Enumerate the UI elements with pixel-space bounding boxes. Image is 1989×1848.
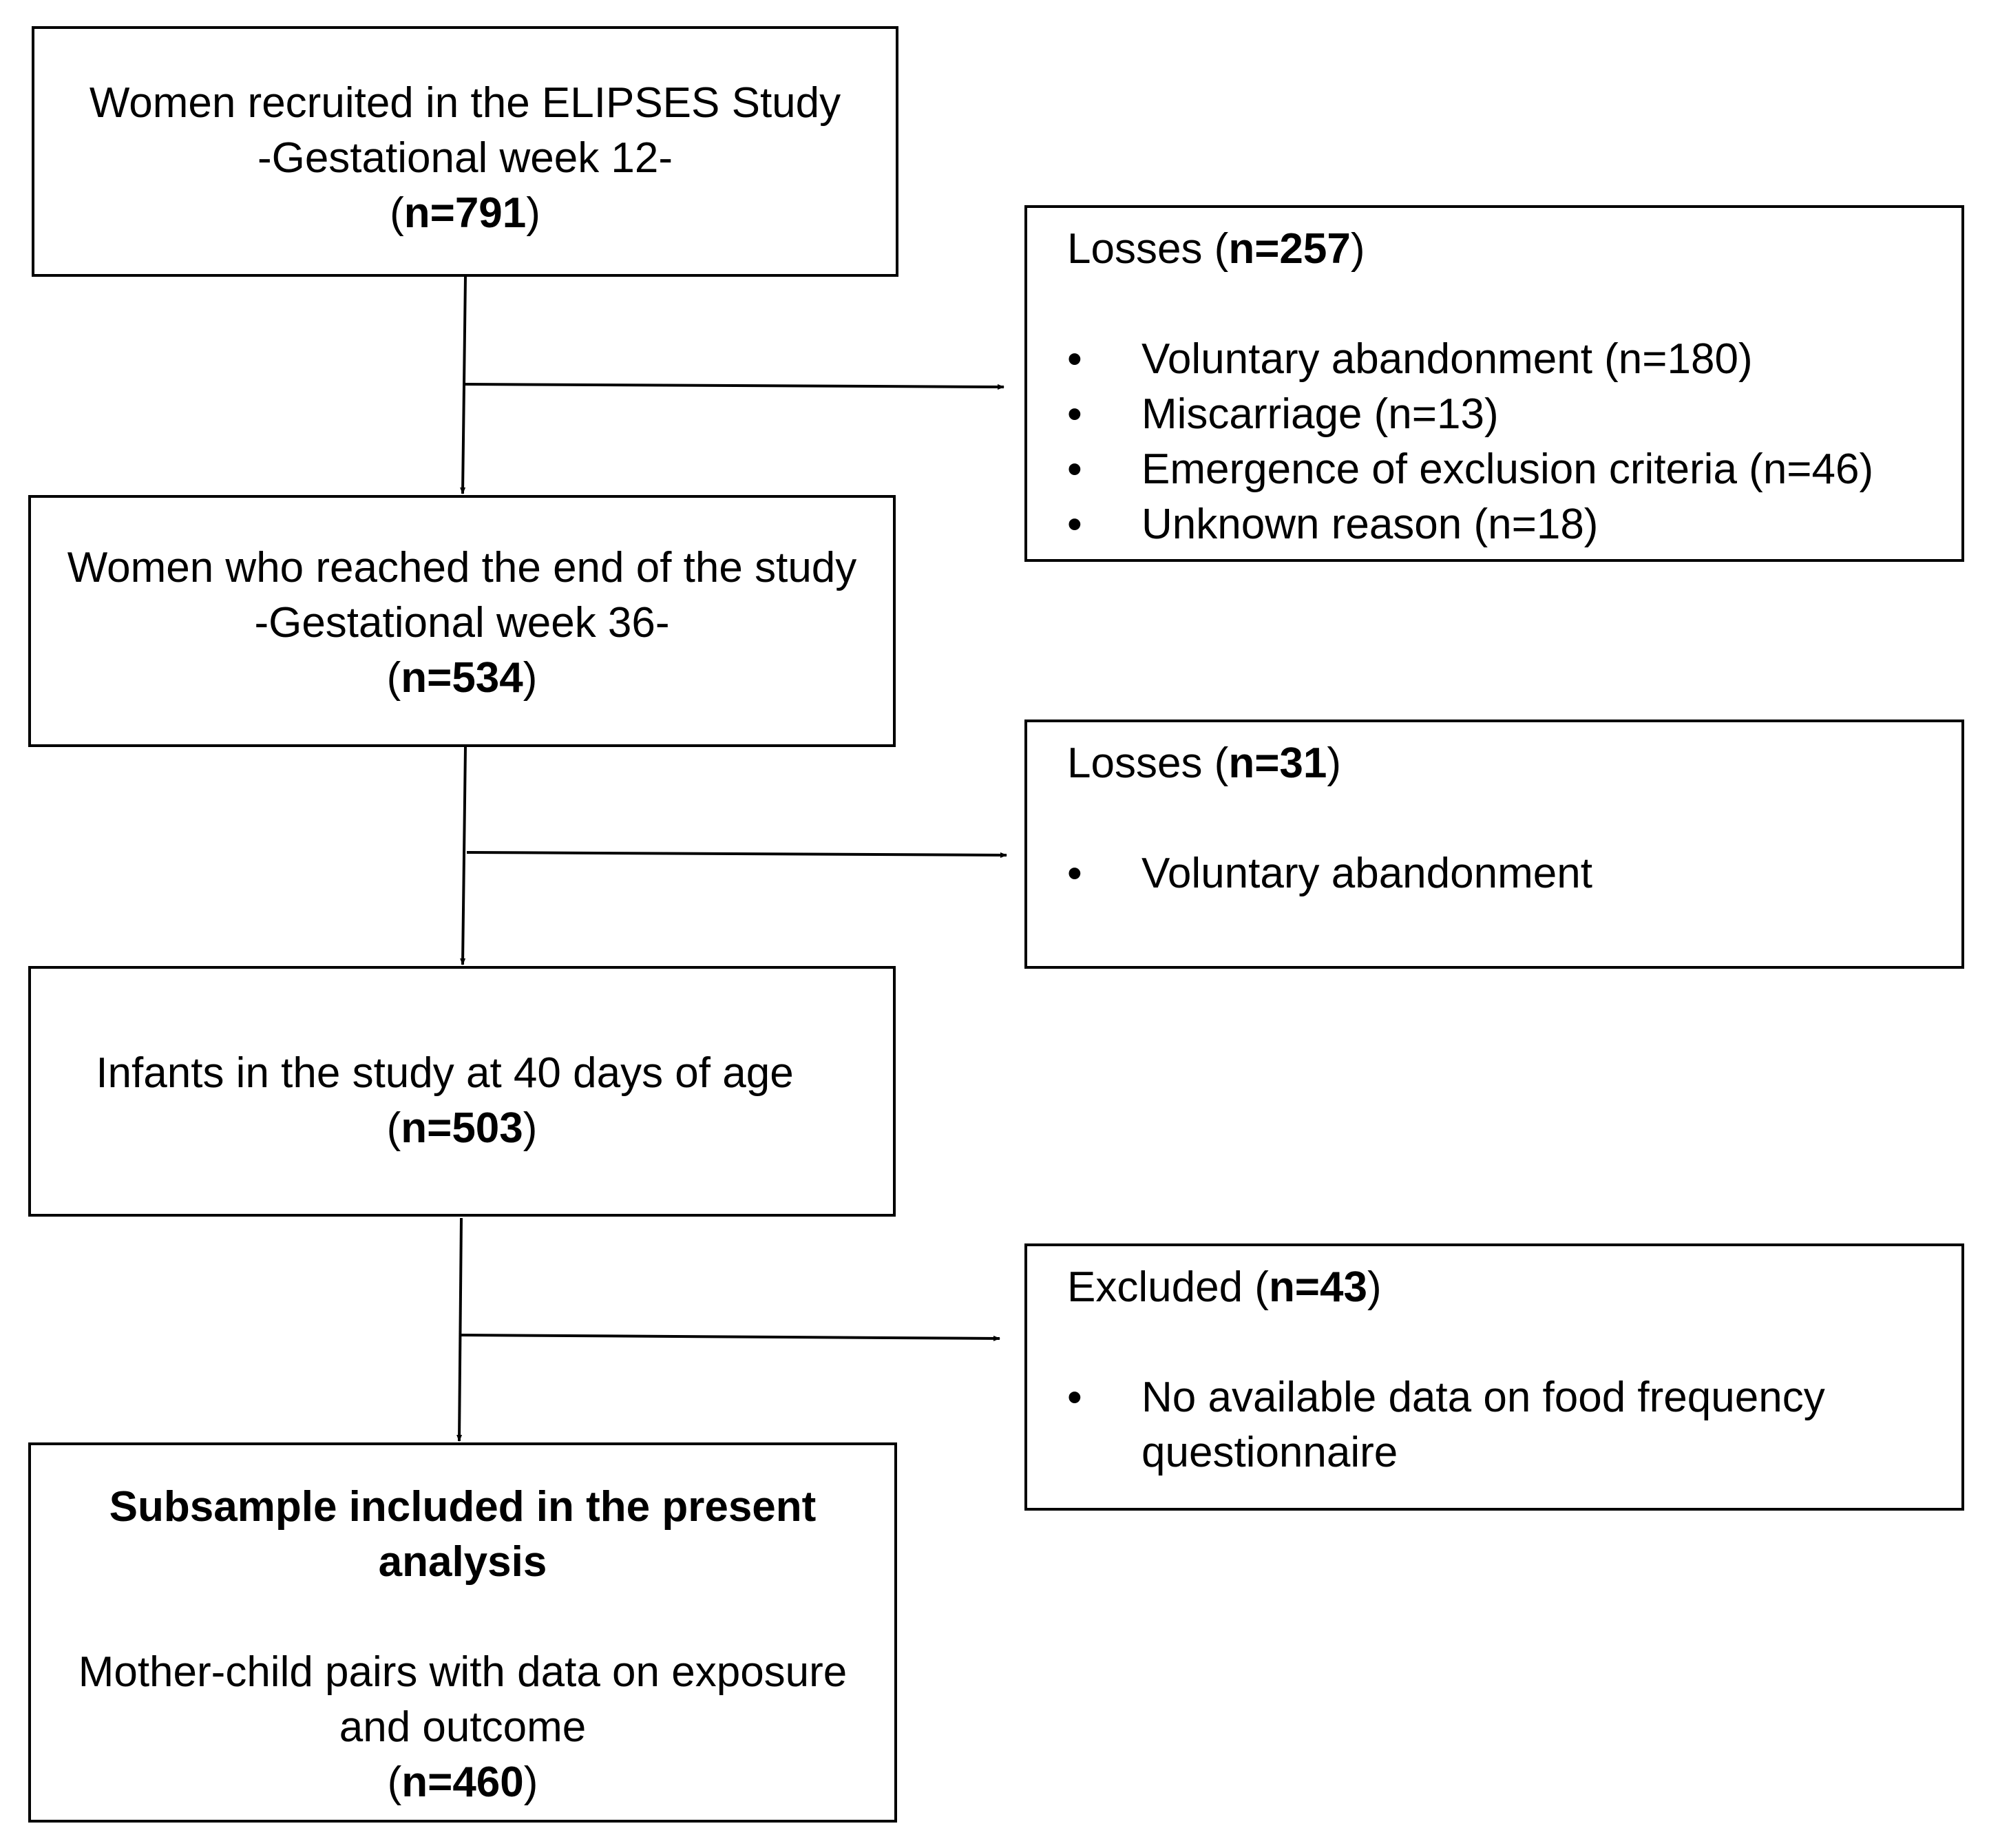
subsample-desc-line1: Mother-child pairs with data on exposure — [78, 1648, 848, 1696]
subsample-box: Subsample included in the present analys… — [28, 1442, 897, 1823]
excluded-item-line1: No available data on food frequency — [1141, 1374, 1825, 1421]
losses-1-heading: Losses (n=257) — [1067, 225, 1365, 273]
end-of-study-box: Women who reached the end of the study -… — [28, 495, 896, 747]
subsample-gap — [31, 1590, 894, 1645]
recruited-count: (n=791) — [390, 189, 540, 237]
infants-title: Infants in the study at 40 days of age — [96, 1049, 794, 1097]
arrow-to-losses-1 — [465, 383, 1004, 390]
subsample-title-line1: Subsample included in the present — [109, 1483, 817, 1531]
recruited-subtitle: -Gestational week 12- — [257, 134, 673, 182]
infants-count: (n=503) — [386, 1104, 538, 1152]
list-item: •Miscarriage (n=13) — [1067, 387, 1961, 442]
subsample-desc-line2: and outcome — [339, 1703, 587, 1751]
end-of-study-title: Women who reached the end of the study — [67, 544, 857, 591]
recruited-title: Women recruited in the ELIPSES Study — [89, 79, 841, 127]
subsample-title-line2: analysis — [378, 1538, 547, 1586]
bullet-icon: • — [1067, 501, 1082, 548]
arrow-to-losses-2 — [466, 851, 1007, 858]
excluded-heading: Excluded (n=43) — [1067, 1263, 1382, 1311]
arrow-recruited-to-end — [460, 276, 467, 494]
end-of-study-count: (n=534) — [386, 654, 538, 702]
arrow-to-excluded — [461, 1334, 1000, 1341]
bullet-icon: • — [1067, 335, 1082, 383]
arrow-infants-to-subsample — [456, 1217, 463, 1442]
bullet-icon: • — [1067, 390, 1082, 438]
losses-2-heading: Losses (n=31) — [1067, 739, 1342, 787]
list-item: •Unknown reason (n=18) — [1067, 497, 1961, 552]
losses-2-list: •Voluntary abandonment — [1067, 846, 1961, 901]
excluded-list: • No available data on food frequency ques… — [1067, 1370, 1961, 1480]
bullet-icon: • — [1067, 445, 1082, 493]
bullet-icon: • — [1067, 850, 1082, 897]
excluded-item-line2: questionnaire — [1141, 1429, 1398, 1476]
arrow-end-to-infants — [460, 746, 467, 965]
list-item: •Voluntary abandonment (n=180) — [1067, 332, 1961, 387]
recruited-box: Women recruited in the ELIPSES Study -Ge… — [32, 26, 898, 277]
losses-1-list: •Voluntary abandonment (n=180) •Miscarri… — [1067, 332, 1961, 552]
losses-box-1: Losses (n=257) •Voluntary abandonment (n… — [1024, 205, 1964, 562]
losses-box-2: Losses (n=31) •Voluntary abandonment — [1024, 720, 1964, 969]
infants-box: Infants in the study at 40 days of age (… — [28, 966, 896, 1217]
list-item: • No available data on food frequency ques… — [1067, 1370, 1961, 1480]
list-item: •Emergence of exclusion criteria (n=46) — [1067, 442, 1961, 497]
bullet-icon: • — [1067, 1374, 1082, 1421]
end-of-study-subtitle: -Gestational week 36- — [254, 599, 670, 647]
list-item: •Voluntary abandonment — [1067, 846, 1961, 901]
excluded-box: Excluded (n=43) • No available data on fo… — [1024, 1243, 1964, 1511]
subsample-count: (n=460) — [387, 1758, 538, 1806]
